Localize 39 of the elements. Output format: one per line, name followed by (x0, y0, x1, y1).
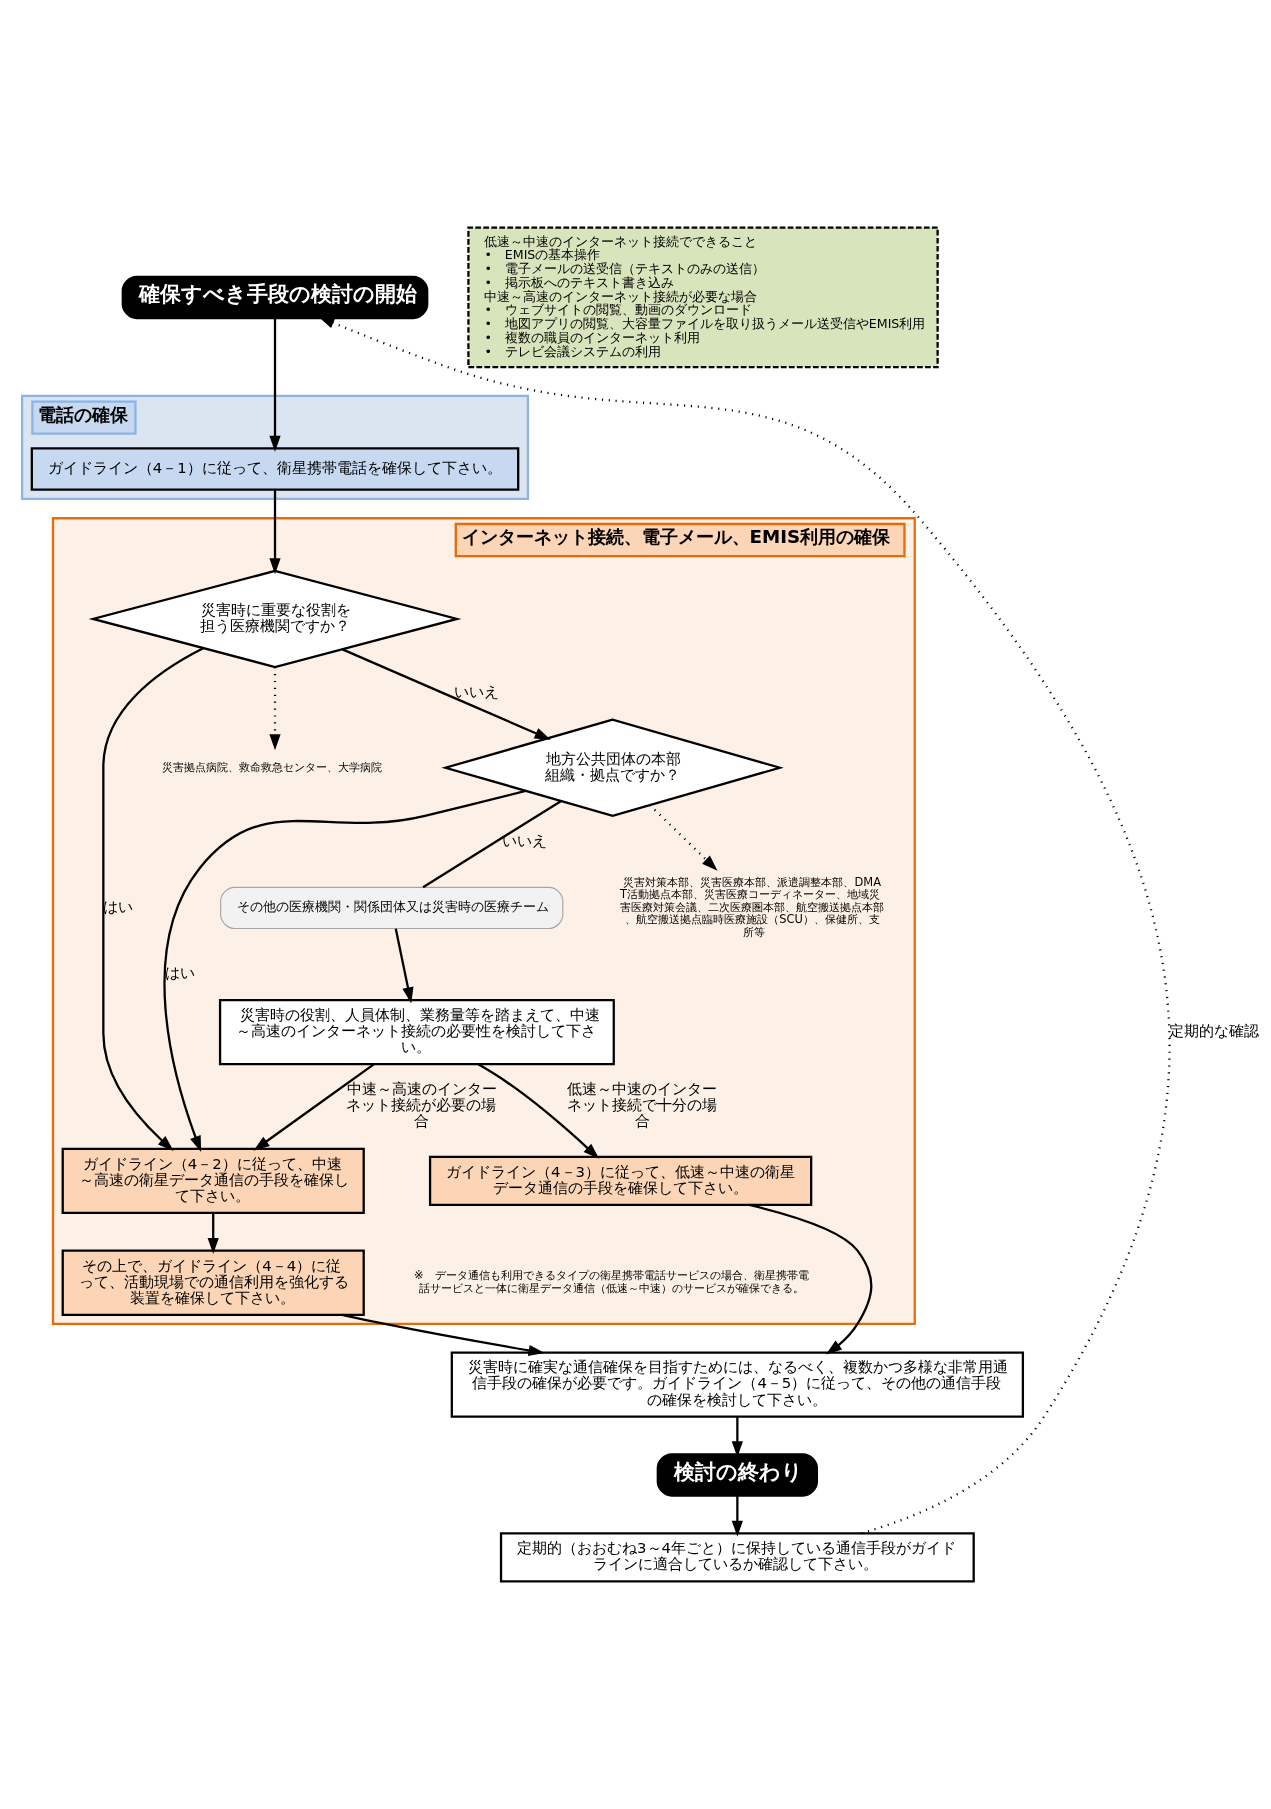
arrow (318, 316, 1170, 1535)
arrow (269, 318, 281, 452)
edge-label: 中速～高速のインターネット接続が必要の場合 (345, 1080, 497, 1131)
edge-label: いいえ (453, 683, 499, 702)
arrow (477, 1063, 600, 1159)
node-text: 災害拠点病院、救命救急センター、大学病院 (161, 759, 382, 774)
node-box: 災害時に確実な通信確保を目指すためには、なるべく、複数かつ多様な非常用通信手段の確保が必要です。ガイドライン（4－5）に従って、その他の通信手段の確保を検討して下さい。 (450, 1351, 1025, 1418)
arrow (253, 1063, 375, 1151)
arrow (649, 804, 718, 871)
arrow (394, 928, 414, 1004)
node-box: 低速～中速のインターネット接続でできること • EMISの基本操作 • 電子メールの送受信（テキストのみの送信） • 掲示板へのテキスト書き込み 中速～高速のインターネット接続が必要な場合 • ウェブサイトの閲覧、動画のダウンロード • 地図アプリの閲覧、大容量ファイルを取り扱うメール送受信やEMIS利用 • 複数の職員のインターネット利用 • テレビ会議システムの利用 (467, 226, 939, 369)
edge-label: 低速～中速のインターネット接続で十分の場合 (566, 1080, 718, 1131)
node-box: 検討の終わり (656, 1453, 819, 1497)
node-box: その上で、ガイドライン（4－4）に従って、活動現場での通信利用を強化する装置を確保して下さい。 (61, 1249, 365, 1316)
edge-label: 定期的な確認 (1168, 1021, 1259, 1040)
arrow (269, 667, 281, 751)
node-box: ガイドライン（4－2）に従って、中速～高速の衛星データ通信の手段を確保して下さい。 (61, 1147, 365, 1215)
node-text: 災害対策本部、災害医療本部、派遣調整本部、DMAT活動拠点本部、災害医療コーディネーター、地域災害医療対策会議、二次医療圏本部、航空搬送拠点本部、航空搬送拠点臨時医療施設（SCU）、保健所、支所等 (620, 874, 885, 939)
node-box: その他の医療機関・関係団体又は災害時の医療チーム (220, 886, 564, 930)
arrow (102, 647, 204, 1151)
arrow (748, 1203, 873, 1355)
node-box: 確保すべき手段の検討の開始 (121, 275, 429, 320)
arrow (163, 789, 527, 1152)
edge-label: いいえ (501, 832, 547, 851)
arrow (207, 1213, 219, 1255)
edge-label: はい (103, 897, 134, 916)
node-box: 災害時の役割、人員体制、業務量等を踏まえて、中速～高速のインターネット接続の必要性を検討して下さい。 (218, 998, 615, 1066)
node-diamond: 地方公共団体の本部組織・拠点ですか？ (441, 718, 784, 817)
node-diamond: 災害時に重要な役割を担う医療機関ですか？ (88, 569, 462, 669)
node-box: ガイドライン（4－3）に従って、低速～中速の衛星データ通信の手段を確保して下さい。 (428, 1155, 813, 1207)
edge-label: はい (165, 963, 196, 982)
connector (422, 800, 562, 889)
arrow (731, 1495, 743, 1537)
node-box: ガイドライン（4－1）に従って、衛星携帯電話を確保して下さい。 (30, 447, 520, 491)
label: ※ データ通信も利用できるタイプの衛星携帯電話サービスの場合、衛星携帯電話サービスと一体に衛星データ通信（低速～中速）のサービスが確保できる。 (414, 1268, 809, 1295)
arrow (342, 648, 551, 740)
node-box: 定期的（おおむね3～4年ごと）に保持している通信手段がガイドラインに適合しているか確認して下さい。 (499, 1532, 975, 1583)
arrow (341, 1313, 545, 1356)
arrow (269, 489, 281, 575)
